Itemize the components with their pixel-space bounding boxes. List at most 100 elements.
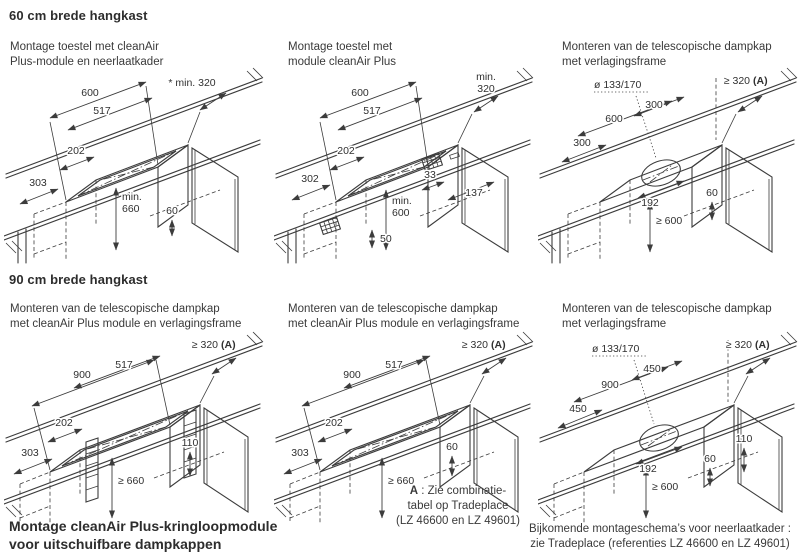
dimensions: ø 133/170 ≥ 320 (A) 450 900 450 192 ≥ 60… xyxy=(557,338,771,519)
diagram-90-telescopic-verlagingsframe: ø 133/170 ≥ 320 (A) 450 900 450 192 ≥ 60… xyxy=(538,331,798,523)
note-line1-text: : Zie combinatie- xyxy=(418,485,507,497)
dim-label-320-ref-a: (A) xyxy=(753,75,768,87)
diagram-90-cleanair-verlagingsframe: ≥ 320 (A) 900 517 202 303 ≥ 660 110 xyxy=(4,331,264,523)
cleanair-module-icon xyxy=(318,216,342,236)
dim-label-min600: ≥ 600 xyxy=(652,481,678,493)
caption-d2-line1: Montage toestel met xyxy=(288,41,393,53)
cleanair-module-icon xyxy=(420,152,444,172)
footer-section-title: Montage cleanAir Plus-kringloopmodule vo… xyxy=(9,517,277,554)
dim-label-900: 900 xyxy=(601,379,619,391)
footer-section-title-line2: voor uitschuifbare dampkappen xyxy=(9,536,222,553)
dim-label-320-ref-a: (A) xyxy=(755,339,770,351)
recirculation-module-icon xyxy=(183,409,197,479)
caption-d5-line1: Monteren van de telescopische dampkap xyxy=(288,303,498,315)
combination-table-note: A : Zie combinatie- tabel op Tradeplace … xyxy=(378,484,538,530)
dim-label-600: 600 xyxy=(605,113,623,125)
caption-d5-line2: met cleanAir Plus module en verlagingsfr… xyxy=(288,317,520,330)
caption-d6-line1: Monteren van de telescopische dampkap xyxy=(562,303,772,315)
cabinet-line-art xyxy=(4,331,264,523)
dim-label-min320-line2: 320 xyxy=(477,83,495,95)
dim-label-min320: * min. 320 xyxy=(168,77,215,89)
dim-label-min660-line1: min. xyxy=(122,191,142,203)
note-line2: tabel op Tradeplace xyxy=(407,500,509,513)
dim-label-min320-line1: min. xyxy=(476,71,496,83)
dim-label-320-ref-a: (A) xyxy=(221,339,236,351)
section-heading-90cm: 90 cm brede hangkast xyxy=(9,272,148,287)
footer-reference-note: Bijkomende montageschema’s voor neerlaat… xyxy=(522,522,798,552)
note-line3: (LZ 46600 en LZ 49601) xyxy=(395,515,521,528)
footer-reference-line2: zie Tradeplace (referenties LZ 46600 en … xyxy=(530,538,790,551)
footer-section-title-line1: Montage cleanAir Plus-kringloopmodule xyxy=(9,518,278,534)
dimensions: ø 133/170 ≥ 320 (A) 300 600 300 192 ≥ 60… xyxy=(561,74,769,253)
dim-label-min600-line2: 600 xyxy=(392,207,410,219)
dim-label-192: 192 xyxy=(641,197,659,209)
diagram-60-module-cleanair: 600 517 min. 320 202 302 33 137 min. 600… xyxy=(274,67,534,264)
dim-label-diameter: ø 133/170 xyxy=(594,79,641,91)
dim-label-33: 33 xyxy=(424,169,436,181)
dimensions: 600 517 min. 320 202 302 33 137 min. 600… xyxy=(291,70,499,251)
dim-label-517: 517 xyxy=(363,105,381,117)
dim-label-min600: ≥ 600 xyxy=(656,215,682,227)
dim-label-60: 60 xyxy=(704,453,716,465)
diagram-60-telescopic-verlagingsframe: ø 133/170 ≥ 320 (A) 300 600 300 192 ≥ 60… xyxy=(538,67,798,264)
dimensions: ≥ 320 (A) 900 517 202 303 ≥ 660 110 xyxy=(13,338,237,519)
diagram-90-cleanair-verlagingsframe-variant: ≥ 320 (A) 900 517 202 303 ≥ 660 60 xyxy=(274,331,534,523)
dim-label-202: 202 xyxy=(325,417,343,429)
dim-label-137: 137 xyxy=(465,187,483,199)
dim-label-min660-line2: 660 xyxy=(122,203,140,215)
dim-label-min660: ≥ 660 xyxy=(388,475,414,487)
caption-d2: Montage toestel met module cleanAir Plus xyxy=(288,40,396,70)
dim-label-min600-line1: min. xyxy=(392,195,412,207)
dim-label-600: 600 xyxy=(81,87,99,99)
caption-d3-line1: Monteren van de telescopische dampkap xyxy=(562,41,772,53)
cabinet-line-art xyxy=(4,67,264,264)
dim-label-517: 517 xyxy=(93,105,111,117)
note-line1: A : Zie combinatie- xyxy=(378,484,538,499)
dim-label-202: 202 xyxy=(337,145,355,157)
caption-d1: Montage toestel met cleanAir Plus-module… xyxy=(10,40,163,70)
dim-label-60: 60 xyxy=(446,441,458,453)
cabinet-line-art xyxy=(274,67,534,264)
note-ref-a: A xyxy=(409,485,419,497)
dim-label-diameter: ø 133/170 xyxy=(592,343,639,355)
dim-label-320-ref-a: (A) xyxy=(491,339,506,351)
caption-d6: Monteren van de telescopische dampkap me… xyxy=(562,302,772,332)
dim-label-60: 60 xyxy=(166,205,178,217)
dim-label-50: 50 xyxy=(380,233,392,245)
dim-label-303: 303 xyxy=(29,177,47,189)
caption-d3-line2: met verlagingsframe xyxy=(562,55,667,68)
cabinet-line-art xyxy=(538,67,798,264)
dim-label-450-top: 450 xyxy=(643,363,661,375)
dim-label-900: 900 xyxy=(73,369,91,381)
diagram-60-cleanair-neerlaatkader: 600 517 * min. 320 202 303 min. 660 60 xyxy=(4,67,264,264)
caption-d4: Monteren van de telescopische dampkap me… xyxy=(10,302,241,332)
caption-d1-line1: Montage toestel met cleanAir xyxy=(10,41,159,53)
dim-label-202: 202 xyxy=(67,145,85,157)
dim-label-320: ≥ 320 xyxy=(726,339,752,351)
caption-d3: Monteren van de telescopische dampkap me… xyxy=(562,40,772,70)
dimensions: ≥ 320 (A) 900 517 202 303 ≥ 660 60 xyxy=(283,338,507,519)
dim-label-300-bottom: 300 xyxy=(573,137,591,149)
dim-label-60: 60 xyxy=(706,187,718,199)
footer-reference-line1: Bijkomende montageschema’s voor neerlaat… xyxy=(529,523,791,535)
connector-icon xyxy=(449,152,460,160)
section-heading-60cm: 60 cm brede hangkast xyxy=(9,8,148,23)
dim-label-300-top: 300 xyxy=(645,99,663,111)
dim-label-110: 110 xyxy=(182,437,199,449)
caption-d6-line2: met verlagingsframe xyxy=(562,317,667,330)
dim-label-320: ≥ 320 xyxy=(462,339,488,351)
dim-label-320: ≥ 320 xyxy=(724,75,750,87)
caption-d1-line2: Plus-module en neerlaatkader xyxy=(10,55,164,68)
dim-label-900: 900 xyxy=(343,369,361,381)
dim-label-min660: ≥ 660 xyxy=(118,475,144,487)
cabinet-line-art xyxy=(538,331,798,523)
dim-label-110: 110 xyxy=(736,433,753,445)
caption-d4-line2: met cleanAir Plus module en verlagingsfr… xyxy=(10,317,242,330)
recirculation-module-icon xyxy=(85,437,99,503)
dim-label-320: ≥ 320 xyxy=(192,339,218,351)
dimensions: 600 517 * min. 320 202 303 min. 660 60 xyxy=(19,76,227,251)
caption-d5: Monteren van de telescopische dampkap me… xyxy=(288,302,519,332)
dim-label-192: 192 xyxy=(639,463,657,475)
caption-d4-line1: Monteren van de telescopische dampkap xyxy=(10,303,220,315)
